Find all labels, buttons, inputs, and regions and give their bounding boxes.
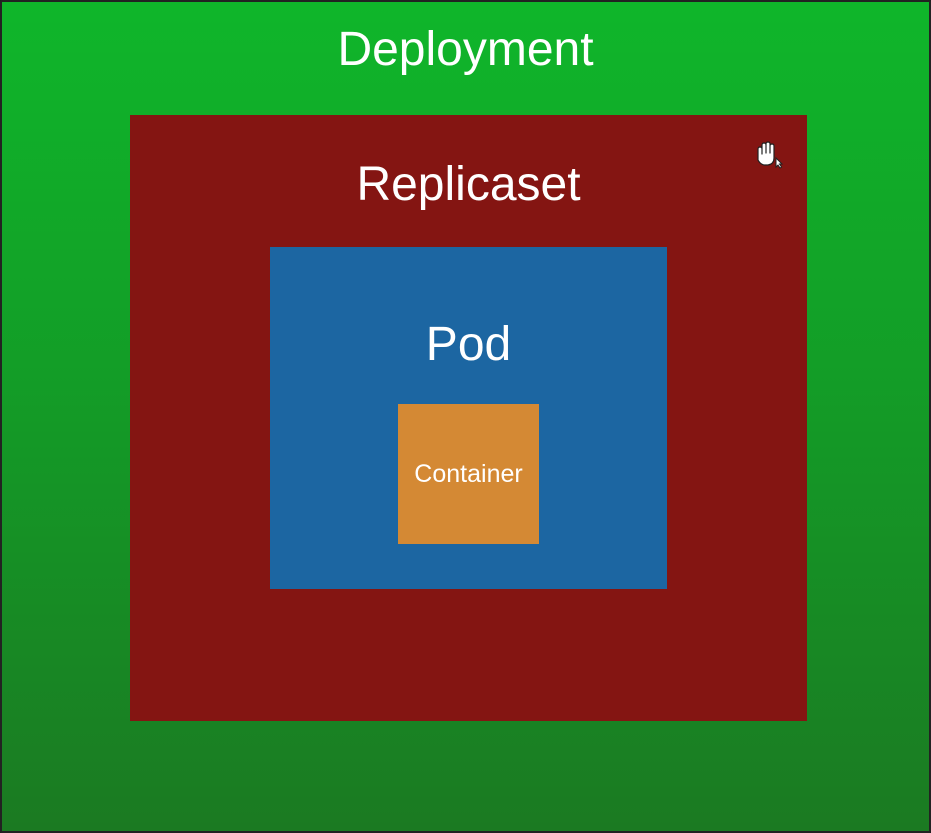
pod-box: Pod Container	[270, 247, 667, 589]
pod-label: Pod	[425, 318, 512, 371]
replicaset-label: Replicaset	[356, 158, 581, 211]
replicaset-box: Replicaset Pod Container	[130, 115, 807, 721]
container-label: Container	[414, 460, 523, 488]
hand-cursor-icon	[757, 141, 784, 169]
container-box: Container	[398, 404, 539, 544]
deployment-label: Deployment	[337, 23, 594, 76]
